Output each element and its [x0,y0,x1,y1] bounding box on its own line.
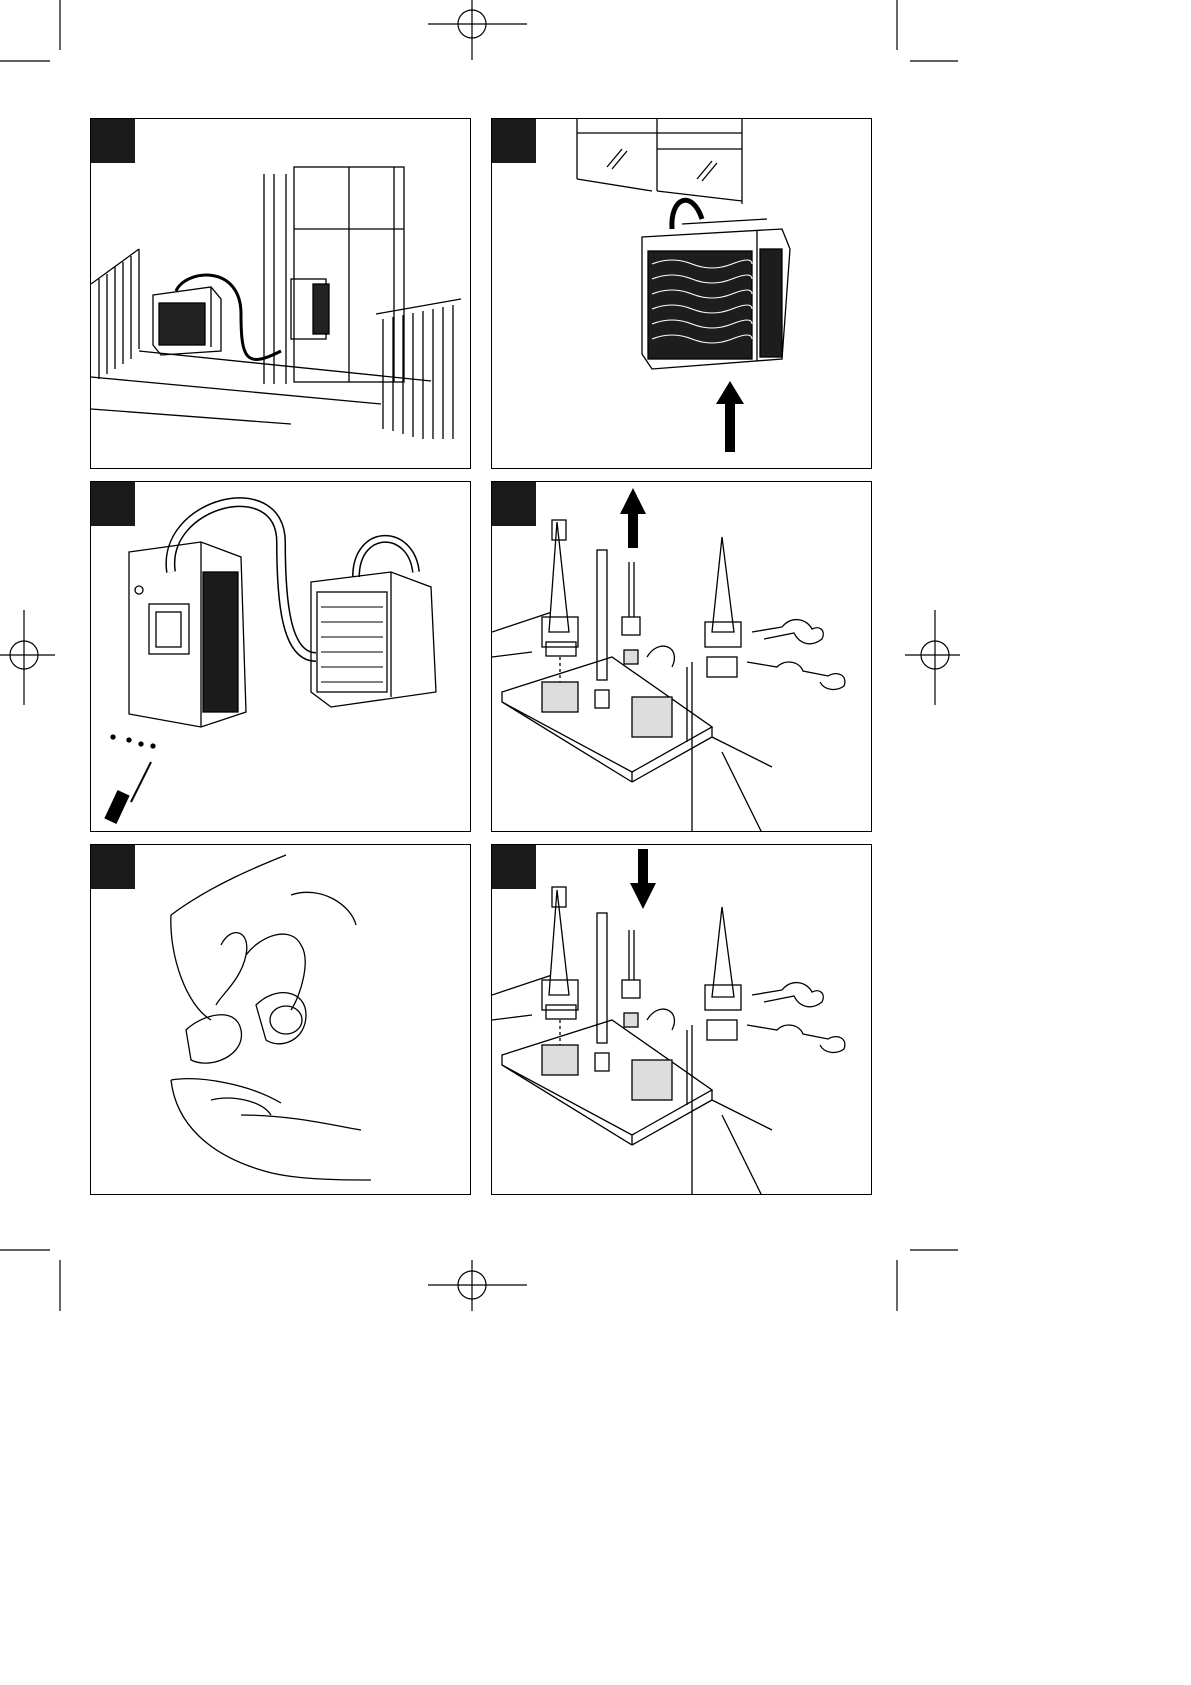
connector-icon [622,562,674,667]
registration-mark-left [0,610,55,705]
down-arrow-icon [630,849,656,909]
window-unit-illustration [492,119,872,469]
balcony-illustration [91,119,471,469]
up-arrow-icon [620,488,646,548]
coupling-left-icon [542,887,578,1075]
panel-2 [491,118,872,469]
wrench-icon [752,983,823,1007]
coupling-icon [186,993,306,1063]
coupling-left-icon [542,520,578,712]
outdoor-unit-icon [153,287,221,355]
outdoor-unit-icon [642,219,790,369]
screwdriver-icon [105,762,151,823]
panel-5 [90,844,471,1195]
left-fence [91,249,139,379]
right-fence [376,299,461,439]
panel-removal-illustration [91,482,471,832]
indoor-unit-icon [291,279,329,339]
wrench-icon [747,662,845,689]
hand-icon [171,1079,371,1180]
panel-6 [491,844,872,1195]
outdoor-unit-icon [311,572,436,707]
screws-icon [111,735,155,748]
registration-mark-top [428,0,527,60]
registration-mark-right [905,610,960,705]
connector-icon [622,930,674,1030]
registration-mark-bottom [428,1260,527,1311]
disconnect-couplings-illustration [492,482,872,832]
window-frame [577,119,742,204]
hands-illustration [91,845,471,1195]
reconnect-couplings-illustration [492,845,872,1195]
pin [595,1053,609,1071]
hand-icon [171,855,356,1020]
pin [595,690,609,708]
wrench-icon [747,1025,845,1052]
up-arrow-icon [716,381,744,452]
indoor-unit-icon [129,542,246,727]
wrench-icon [752,620,823,644]
panel-4 [491,481,872,832]
panel-1 [90,118,471,469]
panel-3 [90,481,471,832]
